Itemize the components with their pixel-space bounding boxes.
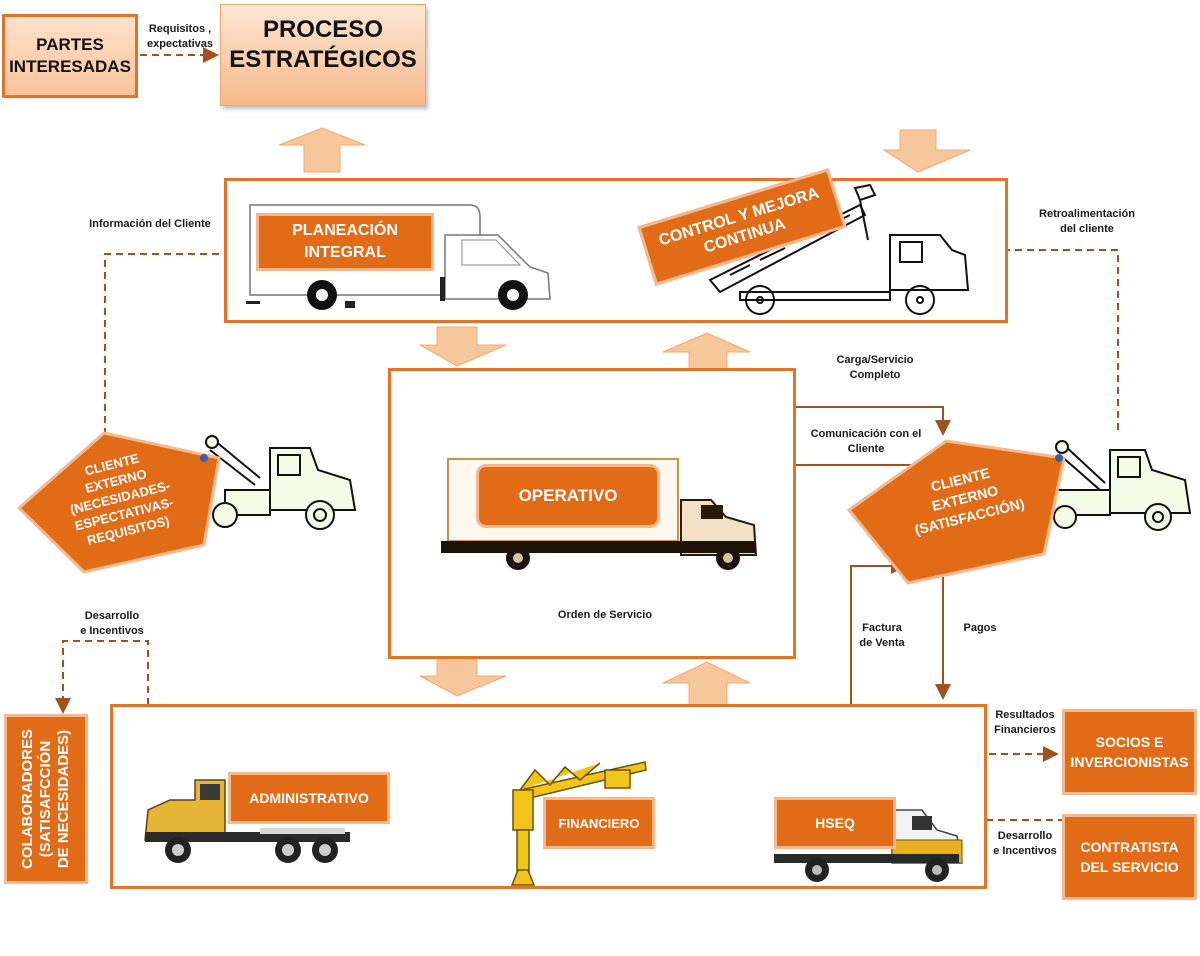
tow-truck-icon-left [205, 435, 357, 530]
comunicacion-label: Comunicación con el Cliente [810, 428, 922, 455]
administrativo-box[interactable]: ADMINISTRATIVO [228, 772, 390, 824]
carga-servicio-label: Carga/Servicio Completo [836, 354, 914, 381]
resultados-label: Resultados Financieros [994, 709, 1056, 736]
planeacion-integral-label: PLANEACIÓN INTEGRAL [292, 222, 398, 261]
block-arrow-up-strategic [278, 127, 366, 173]
block-arrows [278, 127, 971, 707]
connector-desarrollo-left [55, 640, 149, 714]
strategic-process-label: PROCESO ESTRATÉGICOS [229, 16, 417, 73]
socios-box[interactable]: SOCIOS E INVERCIONISTAS [1062, 709, 1197, 795]
block-arrow-down-support [419, 659, 507, 697]
info-cliente-label: Información del Cliente [89, 218, 211, 230]
connector-info-cliente [104, 246, 240, 435]
operativo-box[interactable]: OPERATIVO [476, 464, 660, 528]
block-arrow-up-operativo-top [662, 332, 751, 371]
client-left-shape[interactable] [14, 430, 224, 580]
administrativo-label: ADMINISTRATIVO [249, 790, 369, 806]
contratista-label: CONTRATISTA DEL SERVICIO [1080, 839, 1179, 875]
planeacion-integral-box[interactable]: PLANEACIÓN INTEGRAL [256, 213, 434, 271]
block-arrow-down-control [882, 129, 971, 173]
client-right-shape[interactable] [846, 438, 1071, 588]
factura-label: Factura de Venta [859, 622, 905, 649]
tow-truck-icon-right [1050, 440, 1192, 531]
hseq-box[interactable]: HSEQ [774, 797, 896, 849]
contratista-box[interactable]: CONTRATISTA DEL SERVICIO [1062, 814, 1197, 900]
hseq-label: HSEQ [815, 815, 855, 831]
stakeholders-box[interactable]: PARTES INTERESADAS [2, 14, 138, 98]
block-arrow-up-support [662, 661, 751, 707]
pagos-label: Pagos [963, 622, 997, 634]
colaboradores-label: COLABORADORES (SATISAFCCIÓN DE NECESIDAD… [19, 728, 73, 870]
orden-servicio-label: Orden de Servicio [557, 609, 653, 621]
stakeholders-label: PARTES INTERESADAS [9, 35, 131, 76]
jib-crane-icon [510, 761, 647, 886]
financiero-box[interactable]: FINANCIERO [543, 797, 655, 849]
desarrollo-left-label: Desarrollo e Incentivos [80, 610, 144, 637]
connector-retroalimentacion [980, 242, 1119, 430]
flatbed-truck-icon [774, 809, 963, 882]
desarrollo-right-label: Desarrollo e Incentivos [993, 830, 1057, 857]
requisitos-label: Requisitos , expectativas [146, 23, 214, 50]
block-arrow-down-operativo-top [418, 326, 507, 367]
retroalimentacion-label: Retroalimentación del cliente [1039, 208, 1135, 235]
colaboradores-box[interactable]: COLABORADORES (SATISAFCCIÓN DE NECESIDAD… [4, 714, 88, 884]
strategic-process-box[interactable]: PROCESO ESTRATÉGICOS [220, 4, 426, 106]
operativo-label: OPERATIVO [518, 486, 618, 505]
tractor-truck-icon [144, 779, 350, 863]
socios-label: SOCIOS E INVERCIONISTAS [1070, 734, 1189, 770]
connector-factura [850, 558, 907, 705]
financiero-label: FINANCIERO [558, 815, 640, 831]
